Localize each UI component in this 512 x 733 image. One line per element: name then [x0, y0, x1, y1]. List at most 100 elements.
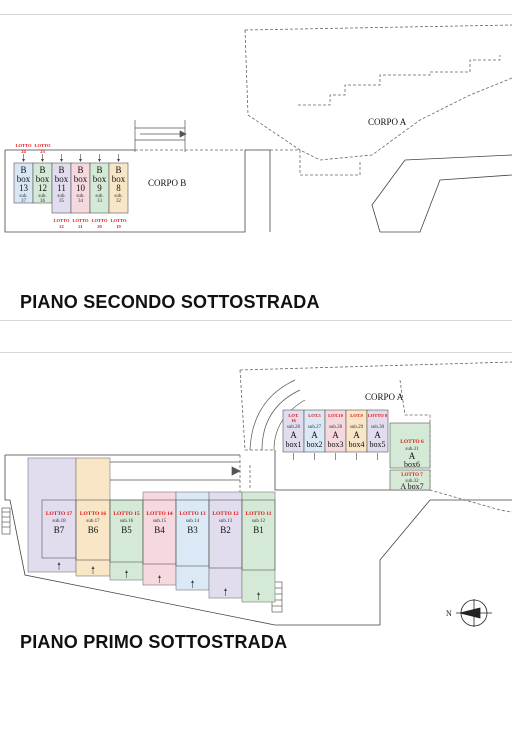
- box-b8-sub-number: 32: [116, 199, 122, 204]
- floor1-title: PIANO PRIMO SOTTOSTRADA: [20, 632, 288, 652]
- box-B3-fill: [175, 491, 210, 591]
- corpo-b1-dashed: [239, 455, 251, 495]
- north-arrow-icon: [456, 599, 492, 627]
- entry-arrow-head: [57, 562, 61, 565]
- box-b8-fill: [108, 162, 129, 214]
- entry-arrow-head: [117, 159, 120, 162]
- entry-arrow-head: [22, 159, 25, 162]
- box-name: box4: [349, 440, 365, 449]
- lotto-label: LOTTO 11: [245, 511, 271, 517]
- sub-label: sub.18: [52, 519, 66, 524]
- lotto-number: 16: [291, 418, 296, 423]
- box-b9-word: box: [93, 174, 107, 184]
- box-b11-sub-number: 35: [59, 199, 65, 204]
- entry-arrow-head: [125, 570, 128, 573]
- box-name: B4: [154, 525, 165, 535]
- lotto-label: LOT.9: [350, 413, 363, 418]
- box-b12-number: 12: [38, 183, 47, 193]
- lotto-label: LOTTO: [54, 218, 70, 223]
- ramp: [134, 120, 187, 152]
- box-B6-fill: [75, 457, 111, 577]
- entry-arrow-head: [191, 580, 194, 583]
- entry-arrow-head: [224, 588, 227, 591]
- box-name: box5: [370, 440, 386, 449]
- floor2-title: PIANO SECONDO SOTTOSTRADA: [20, 292, 320, 312]
- box-name: box3: [328, 440, 344, 449]
- floor-plan-secondo-drawing: CORPO A CORPO B Bbox13sub.37LOTTO24Bbox1…: [4, 24, 512, 233]
- box-b8-number: 8: [116, 183, 121, 193]
- panel-bottom-border: [0, 352, 512, 353]
- box-name: B3: [187, 525, 198, 535]
- ramp-b: [110, 461, 241, 481]
- box-name: B7: [54, 525, 65, 535]
- box-b11-sub: sub.: [57, 194, 65, 199]
- corpo-a-walls: [371, 154, 512, 233]
- corpo-a-lower: [299, 150, 361, 176]
- sub-label: sub.31: [405, 447, 419, 452]
- panel-top-border: [0, 14, 512, 15]
- box-b9-letter: B: [96, 165, 102, 175]
- lotto-label: LOTTO 8: [368, 413, 388, 418]
- box-b10-number: 10: [76, 183, 86, 193]
- corpo-a-stepped: [298, 55, 501, 106]
- corpo-b-label: CORPO B: [148, 178, 186, 188]
- box-b11-letter: B: [58, 165, 64, 175]
- lotto-label: LOTTO 13: [179, 511, 206, 517]
- lotto-label: LOTTO 14: [146, 511, 173, 517]
- corpo-a1-walls: [274, 450, 512, 626]
- entry-arrow-head: [257, 592, 260, 595]
- lotto-label: LOTTO: [73, 218, 89, 223]
- box-b12-sub-number: 36: [40, 199, 46, 204]
- lotto-label: LOT.: [288, 413, 298, 418]
- sub-label: sub.30: [371, 425, 385, 430]
- box-letter: A: [409, 451, 416, 461]
- box-letter: A: [332, 430, 339, 440]
- sub-label: sub.28: [329, 425, 343, 430]
- box-letter: A: [290, 430, 297, 440]
- lotto-label: LOTTO 6: [400, 439, 424, 445]
- lotto-number: 20: [97, 224, 102, 229]
- lotto-label: LOTTO: [16, 143, 32, 148]
- entry-arrow-head: [60, 159, 63, 162]
- floor-plan-primo-drawing: CORPO A: [1, 361, 512, 627]
- entry-arrow-head: [41, 159, 44, 162]
- box-b9-number: 9: [97, 183, 102, 193]
- box-b11-word: box: [55, 174, 69, 184]
- sub-label: sub.26: [287, 425, 301, 430]
- lotto-number: 22: [59, 224, 64, 229]
- box-name: B5: [121, 525, 132, 535]
- box-letter: A: [311, 430, 318, 440]
- box-b8-word: box: [112, 174, 126, 184]
- lotto-label: LOTTO: [92, 218, 108, 223]
- box-b8-sub: sub.: [114, 194, 122, 199]
- box-name: B6: [88, 525, 99, 535]
- corpo-a1-label: CORPO A: [365, 392, 404, 402]
- box-b12-letter: B: [39, 165, 45, 175]
- lotto-number: 23: [40, 149, 45, 154]
- lotto-label: LOTTO 7: [401, 473, 423, 478]
- lotto-label: LOT.10: [328, 413, 344, 418]
- box-B1-inner: [241, 499, 276, 571]
- box-b13-number: 13: [19, 183, 29, 193]
- lotto-number: 21: [78, 224, 83, 229]
- lotto-label: LOTTO 17: [46, 511, 73, 517]
- box-b12-sub: sub.: [38, 194, 46, 199]
- box-B4-fill: [142, 491, 177, 586]
- box-b10-sub-number: 34: [78, 199, 84, 204]
- sub-label: sub.29: [350, 425, 364, 430]
- corpo-a-outline: [244, 24, 512, 161]
- box-letter: A: [374, 430, 381, 440]
